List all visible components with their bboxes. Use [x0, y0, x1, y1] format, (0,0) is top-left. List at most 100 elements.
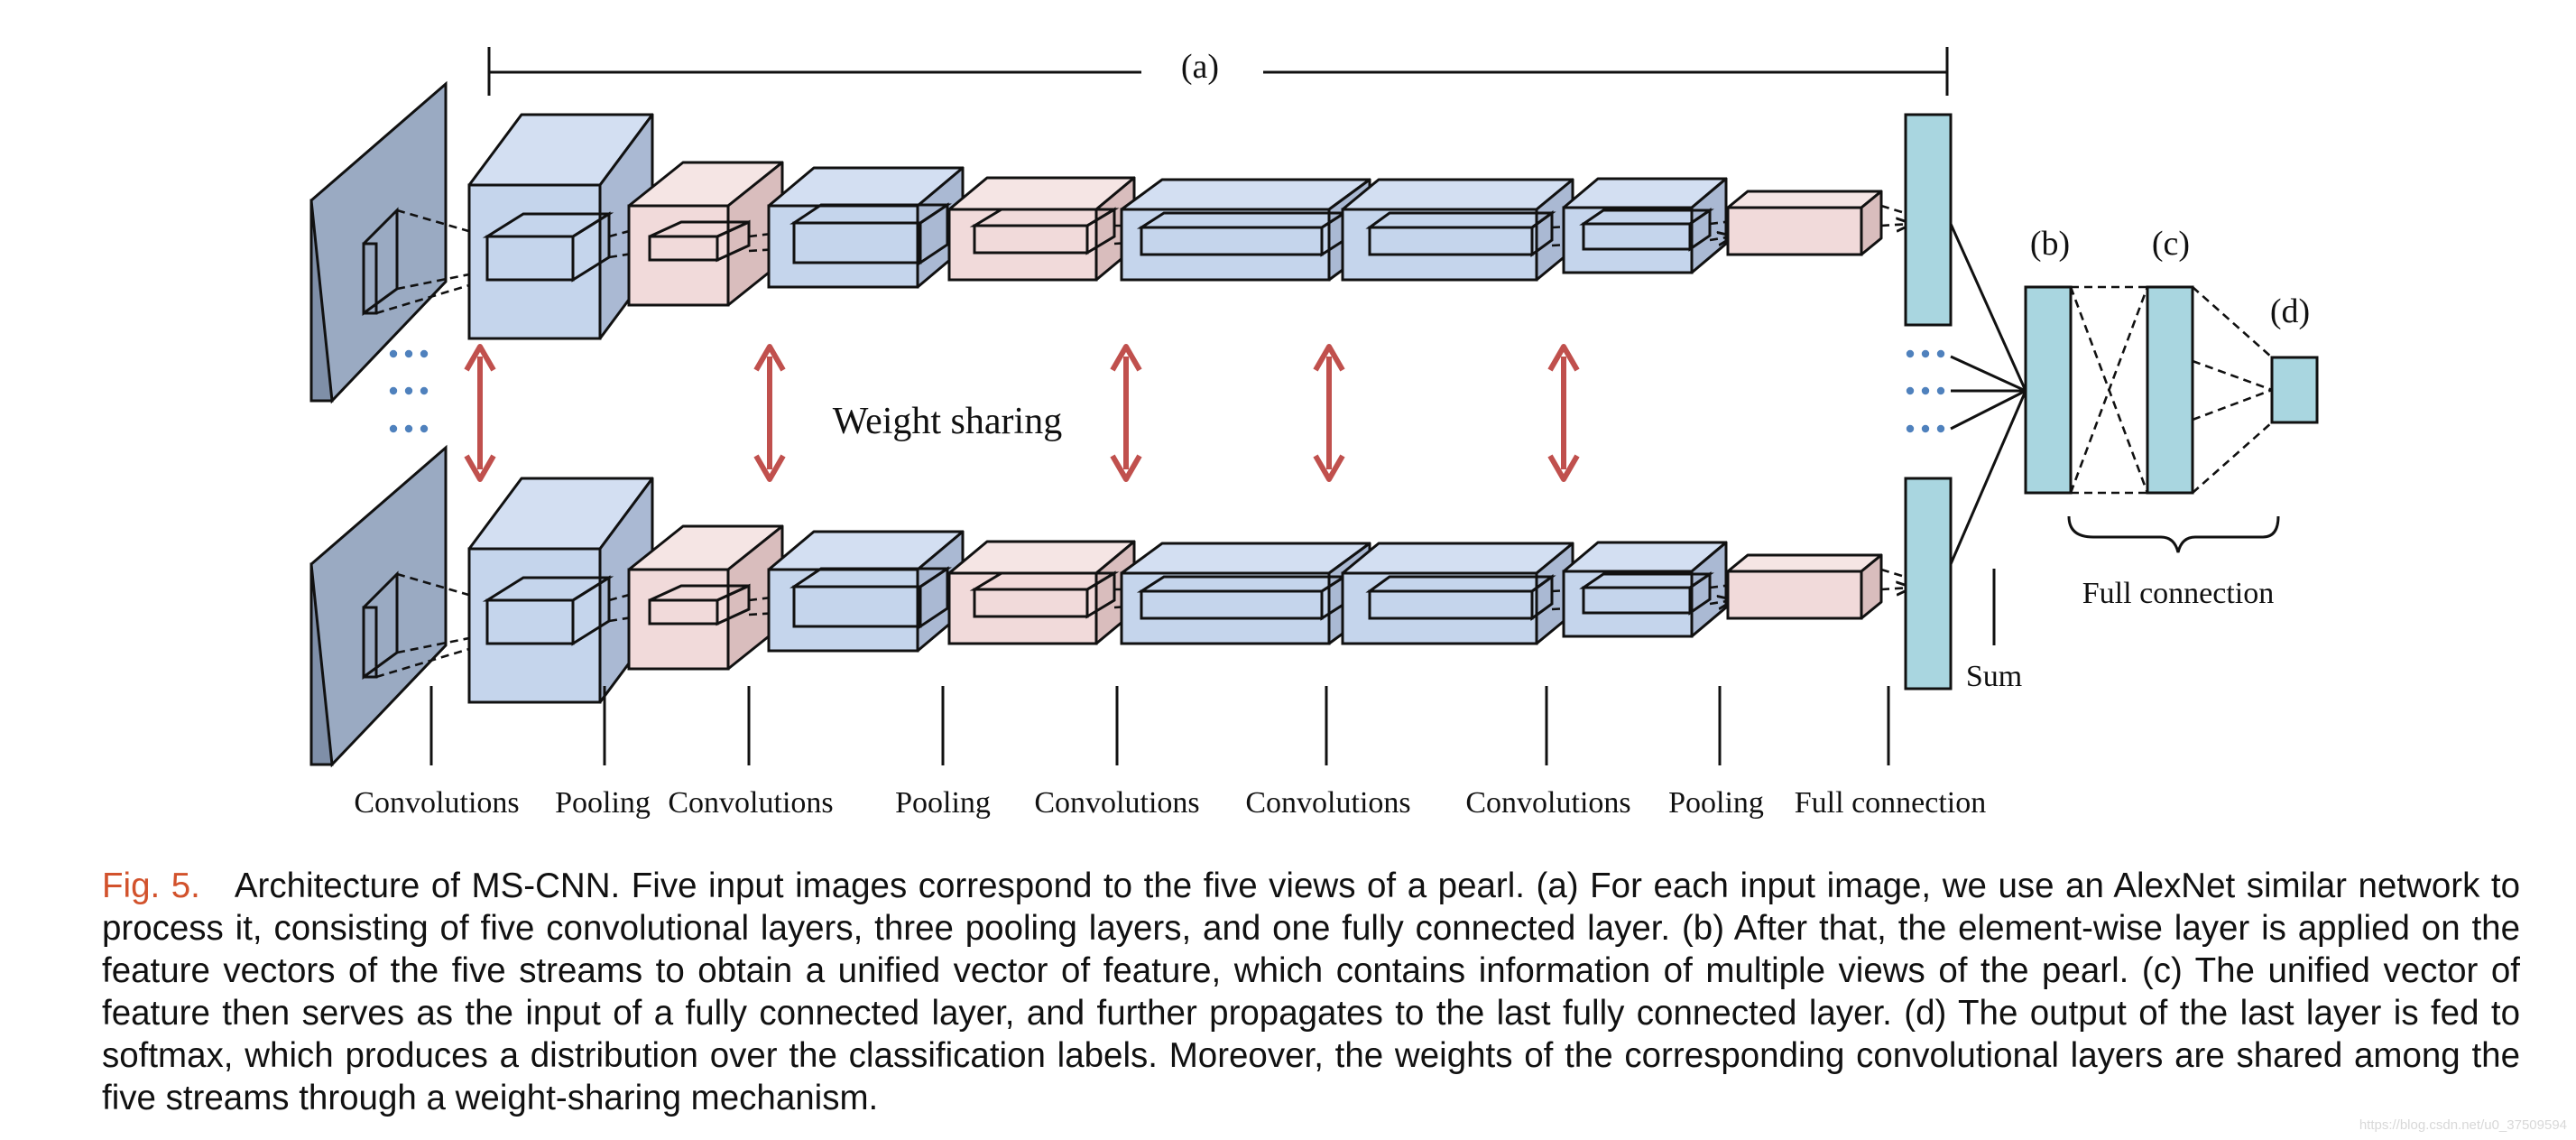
connection-line	[396, 209, 488, 238]
cuboid-front	[767, 204, 919, 289]
caption-label: Fig. 5.	[102, 867, 200, 905]
cuboid-front	[1726, 570, 1863, 620]
layer-label: Pooling	[555, 786, 651, 820]
fc-connection-line	[2192, 422, 2273, 494]
conv2-volume	[767, 166, 965, 289]
weight-sharing-label: Weight sharing	[833, 401, 1062, 442]
ellipsis-dot	[1936, 424, 1945, 433]
cuboid-top	[1726, 553, 1883, 573]
conv5-volume	[1562, 177, 1728, 274]
cuboid-front	[1120, 208, 1331, 282]
layer-label: Pooling	[1668, 786, 1764, 820]
kernel-front	[1368, 589, 1534, 620]
cuboid-top	[1726, 190, 1883, 209]
conv5-kernel	[1579, 571, 1714, 616]
ellipsis-dot	[389, 424, 398, 433]
stream-bracket-a: (a)	[487, 47, 1949, 96]
connection-line	[1880, 568, 1912, 580]
label-c: (c)	[2152, 225, 2190, 263]
weight-sharing-arrow	[753, 344, 786, 482]
ellipsis-dot	[1936, 349, 1945, 358]
pool2-volume	[947, 540, 1136, 645]
cnn-stream-bottom	[309, 444, 1953, 768]
cuboid-front	[947, 208, 1098, 282]
label-b: (b)	[2030, 225, 2070, 263]
conv3-volume	[1120, 542, 1371, 645]
watermark: https://blog.csdn.net/u0_37509594	[2359, 1117, 2567, 1133]
input-image-face	[309, 80, 448, 404]
pool2-kernel	[969, 570, 1120, 619]
layer-label: Convolutions	[668, 786, 833, 820]
weight-sharing-arrow	[1110, 344, 1142, 482]
ellipsis-dot	[420, 424, 429, 433]
conv5-kernel	[1579, 208, 1714, 252]
input-image	[309, 80, 448, 404]
conv4-kernel	[1365, 574, 1556, 621]
cuboid-front	[467, 183, 602, 340]
layer-label: Convolutions	[1245, 786, 1410, 820]
kernel-front	[648, 235, 719, 262]
arrow-head-up	[1110, 344, 1142, 372]
connection-line	[396, 633, 488, 654]
fc-connection-line	[2192, 286, 2273, 358]
ellipsis-dot	[1921, 349, 1930, 358]
fc-connection-line	[2192, 359, 2273, 392]
element-wise-sum-vector	[2024, 285, 2073, 495]
label-a: (a)	[1181, 48, 1219, 86]
label-d: (d)	[2270, 292, 2310, 330]
connection-line	[748, 248, 794, 251]
fc-connection-line	[2069, 286, 2149, 494]
conv1-kernel	[482, 575, 614, 646]
cuboid-top	[1120, 542, 1371, 575]
arrow-head-up	[1547, 344, 1580, 372]
ellipsis-dot	[389, 349, 398, 358]
ellipsis-dot	[420, 349, 429, 358]
figure-caption: Fig. 5.Architecture of MS-CNN. Five inpu…	[102, 865, 2520, 1119]
connection-line	[1880, 224, 1911, 226]
conv2-kernel	[789, 202, 952, 265]
kernel-front	[1368, 226, 1534, 256]
fc-vector	[1904, 477, 1953, 690]
sum-input-line	[1950, 389, 2027, 431]
cuboid-front	[947, 571, 1098, 645]
cnn-stream-top	[309, 80, 1953, 404]
ellipsis-dot	[1906, 386, 1915, 395]
weight-sharing-arrow	[464, 344, 496, 482]
arrow-head-down	[1313, 454, 1345, 482]
connection-line	[748, 612, 794, 615]
arrow-head-up	[1313, 344, 1345, 372]
arrow-head-down	[464, 454, 496, 482]
arrow-head-up	[753, 344, 786, 372]
kernel-front	[1140, 226, 1324, 256]
cuboid-front	[1562, 570, 1694, 638]
cuboid-top	[1120, 178, 1371, 211]
network-head	[1949, 223, 2319, 645]
conv4-volume	[1341, 178, 1574, 282]
weight-sharing-arrow	[1313, 344, 1345, 482]
conv1-volume	[467, 477, 654, 704]
kernel-front	[792, 221, 922, 264]
cuboid-top	[1341, 178, 1574, 211]
caption-text: Architecture of MS-CNN. Five input image…	[102, 867, 2520, 1117]
conv1-volume	[467, 113, 654, 340]
cuboid-top	[1341, 542, 1574, 575]
pool3-volume	[1726, 553, 1883, 620]
arrow-head-down	[1547, 454, 1580, 482]
connection-line	[748, 229, 795, 238]
sum-input-line	[1949, 390, 2027, 565]
ellipsis-dot	[1906, 424, 1915, 433]
input-image-face	[309, 444, 448, 768]
fc-connection-line	[2192, 388, 2273, 422]
kernel-front	[973, 224, 1089, 255]
conv5-volume	[1562, 541, 1728, 638]
ellipsis-dot	[404, 349, 413, 358]
kernel-front	[648, 598, 719, 626]
label-sum: Sum	[1966, 660, 2022, 693]
ellipsis-dot	[1906, 349, 1915, 358]
full-connection-brace	[2067, 515, 2280, 553]
layer-label: Convolutions	[1465, 786, 1630, 820]
weight-sharing-arrows	[464, 344, 1580, 482]
arrow-head-down	[1110, 454, 1142, 482]
kernel-front	[485, 598, 575, 645]
layer-label: Convolutions	[1034, 786, 1199, 820]
